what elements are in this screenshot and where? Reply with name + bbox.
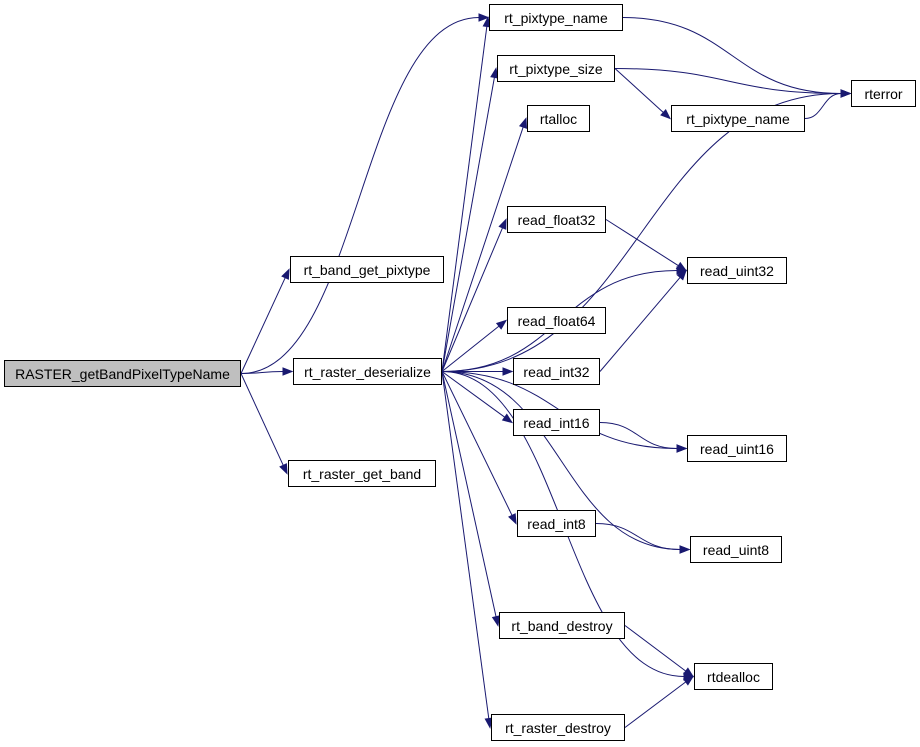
graph-node-rt_band_destroy[interactable]: rt_band_destroy bbox=[499, 612, 625, 639]
edge-main-to-rt_pixtype_name_1 bbox=[240, 13, 490, 374]
edge-rt_raster_deserialize-to-rt_pixtype_name_1 bbox=[441, 16, 491, 372]
graph-node-rt_pixtype_name_2[interactable]: rt_pixtype_name bbox=[671, 105, 805, 132]
edge-read_int8-to-read_uint8 bbox=[595, 523, 691, 554]
graph-node-rt_pixtype_size[interactable]: rt_pixtype_size bbox=[497, 55, 615, 82]
edge-read_float32-to-read_uint32 bbox=[605, 219, 688, 272]
edge-rt_raster_deserialize-to-read_float64 bbox=[441, 319, 508, 372]
graph-node-read_int32[interactable]: read_int32 bbox=[513, 358, 600, 385]
edge-main-to-rt_band_get_pixtype bbox=[240, 268, 290, 374]
graph-node-rtdealloc[interactable]: rtdealloc bbox=[694, 663, 773, 690]
edge-rt_raster_deserialize-to-read_int16 bbox=[441, 371, 514, 424]
edge-rt_raster_deserialize-to-rt_band_destroy bbox=[441, 371, 501, 627]
graph-node-rterror[interactable]: rterror bbox=[851, 80, 916, 107]
graph-node-rt_raster_get_band[interactable]: rt_raster_get_band bbox=[288, 460, 436, 487]
edge-rt_raster_deserialize-to-read_int8 bbox=[441, 371, 517, 525]
edge-rt_raster_deserialize-to-rt_raster_destroy bbox=[441, 371, 493, 729]
edge-rt_pixtype_name_2-to-rterror bbox=[804, 89, 852, 119]
edge-rt_raster_deserialize-to-rtalloc bbox=[441, 117, 528, 372]
edge-read_int32-to-read_uint32 bbox=[599, 269, 687, 372]
graph-node-read_uint8[interactable]: read_uint8 bbox=[690, 536, 782, 563]
graph-node-read_int8[interactable]: read_int8 bbox=[517, 510, 596, 537]
edge-rt_raster_deserialize-to-read_float32 bbox=[441, 218, 507, 372]
edge-rt_raster_destroy-to-rtdealloc bbox=[624, 675, 695, 728]
edge-main-to-rt_raster_deserialize bbox=[240, 367, 294, 376]
graph-node-rt_pixtype_name_1[interactable]: rt_pixtype_name bbox=[489, 4, 623, 31]
graph-node-read_uint16[interactable]: read_uint16 bbox=[687, 435, 787, 462]
edge-rt_raster_deserialize-to-rt_pixtype_size bbox=[441, 67, 499, 372]
edge-rt_pixtype_size-to-rt_pixtype_name_2 bbox=[614, 68, 672, 120]
graph-node-rtalloc[interactable]: rtalloc bbox=[527, 105, 590, 132]
edge-rt_band_destroy-to-rtdealloc bbox=[624, 625, 695, 678]
edge-rt_raster_deserialize-to-rterror bbox=[441, 89, 852, 372]
graph-node-read_uint32[interactable]: read_uint32 bbox=[687, 257, 787, 284]
graph-node-read_float64[interactable]: read_float64 bbox=[507, 307, 606, 334]
edge-rt_pixtype_size-to-rterror bbox=[614, 68, 852, 98]
graph-node-rt_band_get_pixtype[interactable]: rt_band_get_pixtype bbox=[290, 256, 444, 283]
graph-node-rt_raster_deserialize[interactable]: rt_raster_deserialize bbox=[293, 358, 442, 385]
graph-node-read_int16[interactable]: read_int16 bbox=[513, 409, 600, 436]
edge-main-to-rt_raster_get_band bbox=[240, 373, 288, 475]
graph-node-main: RASTER_getBandPixelTypeName bbox=[4, 360, 241, 387]
graph-node-read_float32[interactable]: read_float32 bbox=[507, 206, 606, 233]
edge-rt_pixtype_name_1-to-rterror bbox=[622, 17, 852, 98]
graph-node-rt_raster_destroy[interactable]: rt_raster_destroy bbox=[491, 714, 625, 741]
edge-read_int16-to-read_uint16 bbox=[599, 422, 688, 453]
